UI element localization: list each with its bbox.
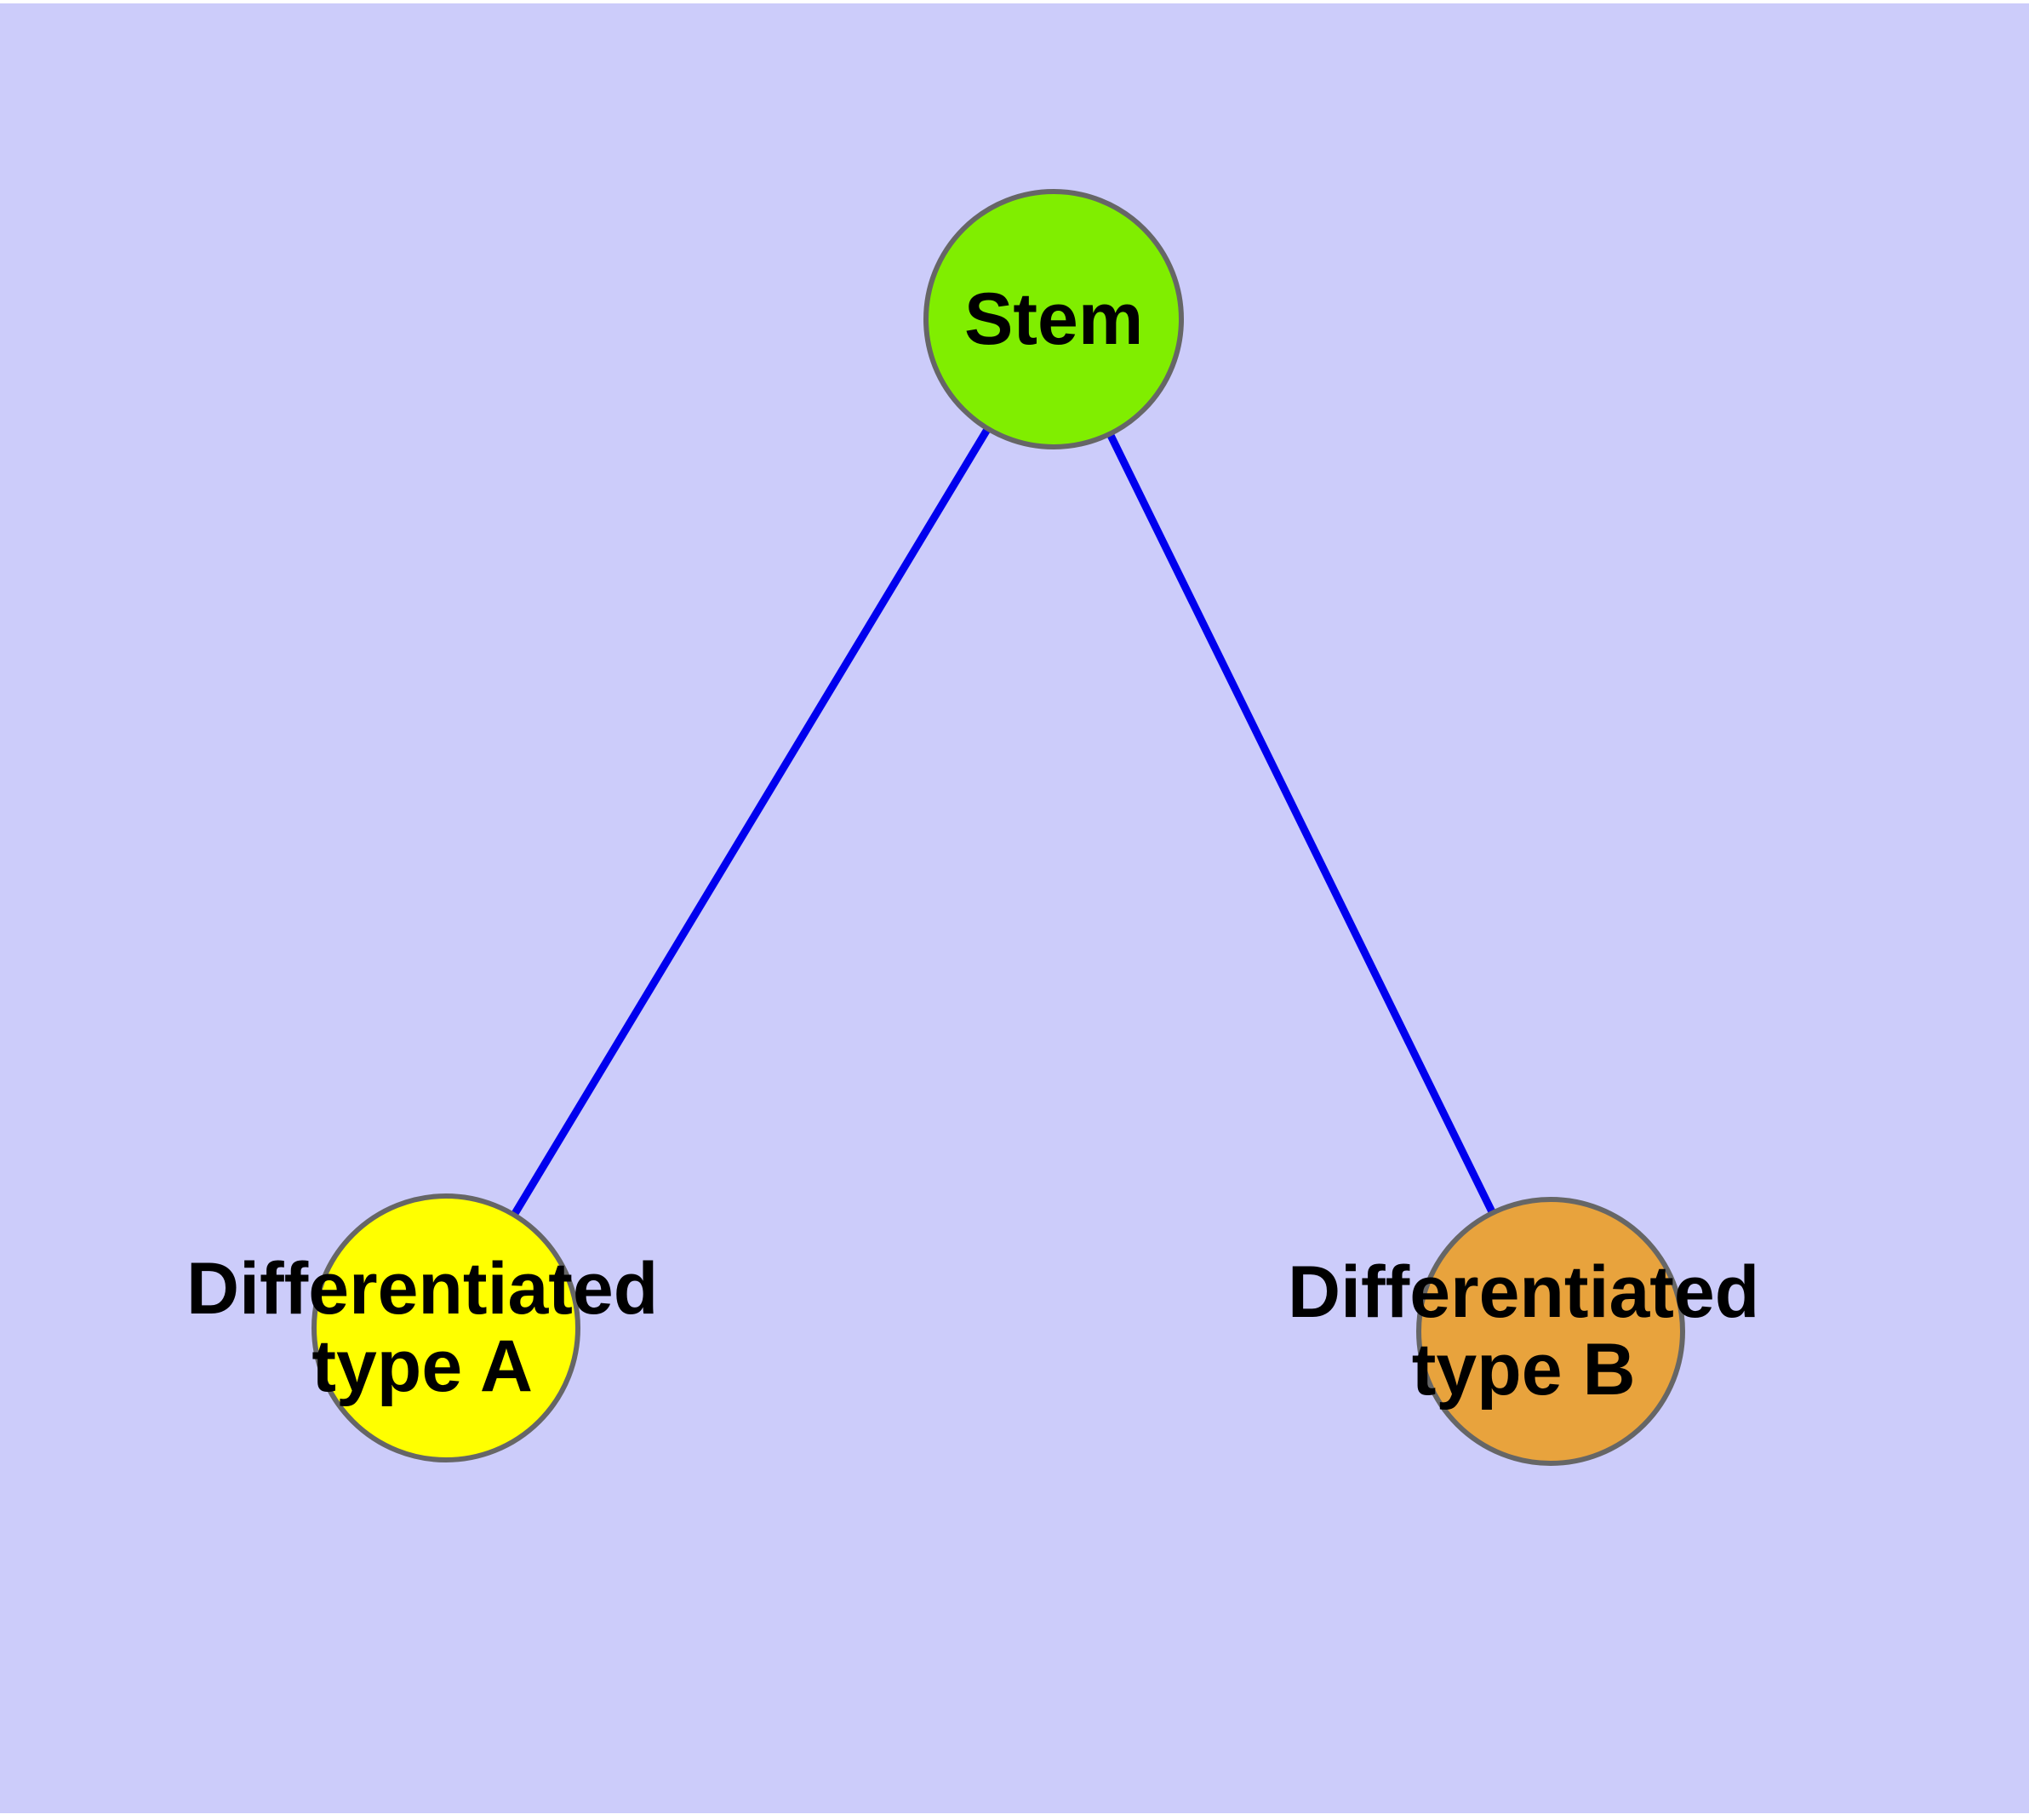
- edge-stem-to-differentiated-type-b[interactable]: [1049, 318, 1555, 1333]
- edge-layer: [443, 317, 1555, 1333]
- node-differentiated-type-a[interactable]: [311, 1193, 580, 1462]
- edge-stem-to-differentiated-type-a[interactable]: [443, 317, 1057, 1331]
- node-stem[interactable]: [923, 189, 1184, 449]
- node-layer: [311, 189, 1685, 1466]
- node-differentiated-type-b[interactable]: [1416, 1197, 1685, 1466]
